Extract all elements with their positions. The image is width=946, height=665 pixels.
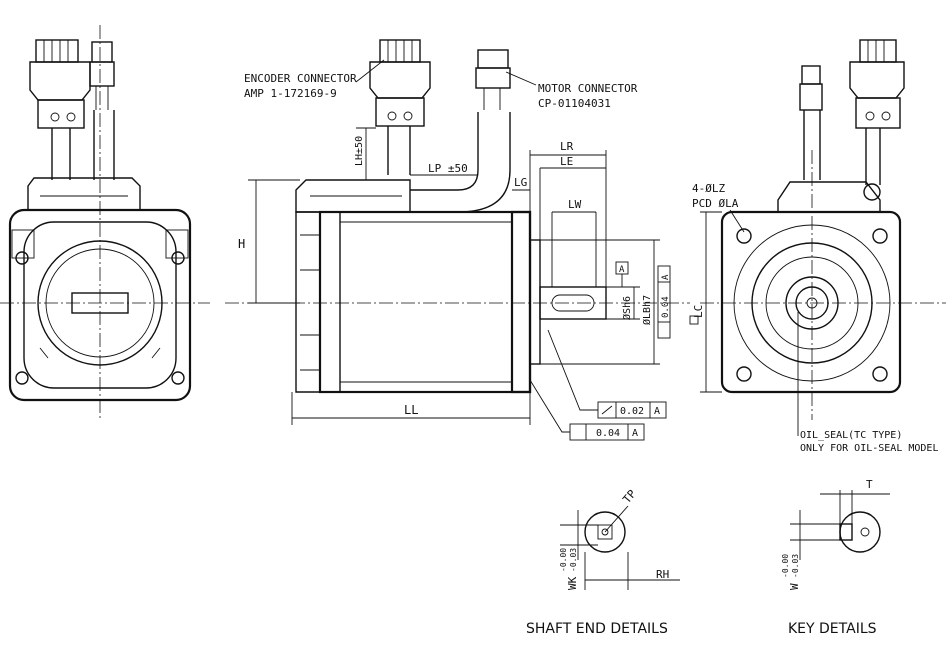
label-rh: RH: [656, 568, 669, 581]
label-lz: 4-ØLZ: [692, 182, 725, 195]
label-oil-seal-2: ONLY FOR OIL-SEAL MODEL: [800, 443, 938, 454]
label-pcd: PCD ØLA: [692, 197, 739, 210]
label-w: W: [788, 583, 801, 590]
side-view: [225, 39, 690, 441]
label-sh6: ØSh6: [621, 296, 633, 320]
label-le: LE: [560, 155, 573, 168]
label-tp: TP: [620, 487, 639, 506]
label-t: T: [866, 478, 873, 491]
label-datum-a-frame: A: [661, 274, 671, 280]
caption-key: KEY DETAILS: [788, 621, 877, 637]
label-motor-part: CP-01104031: [538, 97, 611, 110]
label-lr: LR: [560, 140, 574, 153]
label-datum-a-shaft: A: [619, 265, 625, 275]
label-wk-tol-up: -0.00: [559, 548, 568, 572]
label-oil-seal-1: OIL_SEAL(TC TYPE): [800, 430, 902, 441]
annotations: ENCODER CONNECTOR AMP 1-172169-9 MOTOR C…: [238, 72, 938, 637]
label-encoder-part: AMP 1-172169-9: [244, 87, 337, 100]
label-perp-datum: A: [632, 428, 638, 439]
label-w-tol-up: -0.00: [781, 554, 790, 578]
label-lw: LW: [568, 198, 582, 211]
label-lh: LH±50: [354, 136, 365, 166]
label-lbh7: ØLBh7: [641, 295, 653, 325]
rear-view: [0, 25, 210, 420]
shaft-end-detail: [560, 505, 680, 590]
label-lc: LC: [692, 305, 705, 318]
label-w-tol-dn: -0.03: [791, 554, 800, 578]
label-lp: LP ±50: [428, 162, 468, 175]
label-wk-tol-dn: -0.03: [569, 548, 578, 572]
label-motor-connector: MOTOR CONNECTOR: [538, 82, 638, 95]
key-detail: [790, 490, 890, 560]
front-view: [689, 39, 946, 436]
label-wk: WK: [566, 576, 579, 590]
label-runout-datum: A: [654, 406, 660, 417]
label-perp: 0.04: [596, 428, 620, 439]
caption-shaft-end: SHAFT END DETAILS: [526, 621, 668, 637]
label-lg: LG: [514, 176, 527, 189]
label-runout: 0.02: [620, 406, 644, 417]
label-tol-box: 0.04: [661, 296, 671, 318]
label-h: H: [238, 237, 245, 251]
label-encoder-connector: ENCODER CONNECTOR: [244, 72, 357, 85]
label-ll: LL: [404, 403, 418, 417]
